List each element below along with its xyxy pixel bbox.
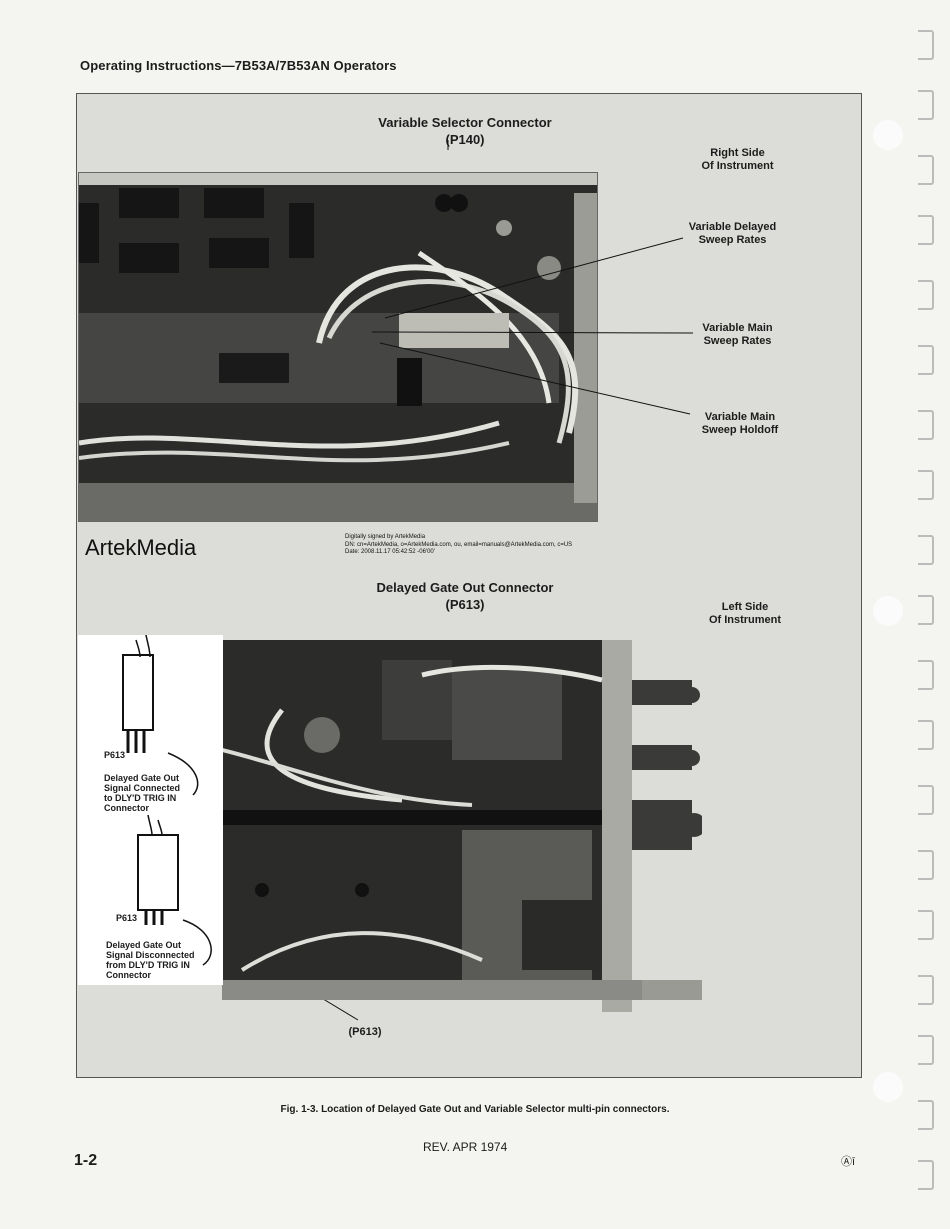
binder-tab-icon bbox=[918, 850, 934, 880]
binder-tab-icon bbox=[918, 1100, 934, 1130]
binder-tab-icon bbox=[918, 155, 934, 185]
top-circuit-board-photo bbox=[79, 173, 597, 521]
bottom-title-line2: (P613) bbox=[445, 597, 485, 612]
binder-tab-icon bbox=[918, 975, 934, 1005]
binder-tab-icon bbox=[918, 30, 934, 60]
page-header: Operating Instructions—7B53A/7B53AN Oper… bbox=[80, 58, 397, 73]
bottom-photo bbox=[222, 640, 702, 1012]
binder-tab-icon bbox=[918, 910, 934, 940]
top-figure-title: Variable Selector Connector (P140) bbox=[340, 114, 590, 148]
inset-desc-b-line4: Connector bbox=[106, 970, 151, 980]
inset-desc-a-line1: Delayed Gate Out bbox=[104, 773, 180, 783]
inset-desc-b: Delayed Gate Out Signal Disconnected fro… bbox=[106, 940, 221, 980]
callout-1-line1: Variable Delayed bbox=[688, 221, 777, 233]
brand-watermark: ArtekMedia bbox=[85, 535, 197, 560]
sig-line3: Date: 2008.11.17 05:42:52 -06'00' bbox=[345, 549, 435, 555]
leader-line-2 bbox=[371, 331, 694, 334]
leader-line-1 bbox=[384, 237, 684, 319]
top-side-line1: Right Side bbox=[710, 147, 765, 159]
callout-2-line2: Sweep Rates bbox=[703, 335, 772, 347]
inset-label-a: P613 bbox=[104, 750, 126, 760]
inset-desc-a-line2: Signal Connected bbox=[104, 783, 181, 793]
top-side-line2: Of Instrument bbox=[701, 160, 774, 172]
callout-variable-main-sweep-rates: Variable Main Sweep Rates bbox=[690, 322, 785, 348]
figure-caption: Fig. 1-3. Location of Delayed Gate Out a… bbox=[280, 1104, 670, 1115]
top-title-line2: (P140) bbox=[445, 132, 485, 147]
binder-tab-icon bbox=[918, 1035, 934, 1065]
top-side-label: Right Side Of Instrument bbox=[680, 147, 795, 173]
binder-tab-icon bbox=[918, 535, 934, 565]
binder-tab-icon bbox=[918, 470, 934, 500]
top-photo bbox=[78, 172, 598, 522]
sig-line2: DN: cn=ArtekMedia, o=ArtekMedia.com, ou,… bbox=[345, 541, 573, 548]
bottom-circuit-board-photo bbox=[222, 640, 702, 1012]
binder-tab-icon bbox=[918, 345, 934, 375]
binder-tab-icon bbox=[918, 660, 934, 690]
inset-desc-b-line3: from DLY'D TRIG IN bbox=[106, 960, 190, 970]
bottom-title-line1: Delayed Gate Out Connector bbox=[376, 580, 554, 595]
binder-tab-icon bbox=[918, 1160, 934, 1190]
bottom-figure-title: Delayed Gate Out Connector (P613) bbox=[340, 579, 590, 613]
punch-hole-icon bbox=[873, 596, 903, 626]
binder-tab-icon bbox=[918, 595, 934, 625]
revision-date: REV. APR 1974 bbox=[423, 1140, 508, 1154]
punch-hole-icon bbox=[873, 1072, 903, 1102]
inset-desc-b-line2: Signal Disconnected bbox=[106, 950, 195, 960]
bottom-side-line2: Of Instrument bbox=[708, 614, 782, 626]
binder-tab-icon bbox=[918, 785, 934, 815]
callout-variable-main-sweep-holdoff: Variable Main Sweep Holdoff bbox=[690, 411, 790, 437]
callout-1-line2: Sweep Rates bbox=[698, 234, 767, 246]
callout-2-line1: Variable Main bbox=[702, 322, 773, 334]
binder-tab-icon bbox=[918, 720, 934, 750]
callout-variable-delayed-sweep-rates: Variable Delayed Sweep Rates bbox=[680, 221, 785, 247]
bottom-side-line1: Left Side bbox=[721, 601, 769, 613]
revision-mark: Ⓐī bbox=[841, 1156, 856, 1168]
callout-3-line2: Sweep Holdoff bbox=[701, 424, 779, 436]
inset-desc-a-line3: to DLY'D TRIG IN bbox=[104, 793, 177, 803]
leader-line-3 bbox=[379, 342, 691, 415]
binder-tab-icon bbox=[918, 410, 934, 440]
connector-drawing bbox=[122, 635, 212, 966]
page-number: 1-2 bbox=[74, 1152, 98, 1169]
callout-3-line1: Variable Main bbox=[704, 411, 776, 423]
inset-desc-a-line4: Connector bbox=[104, 803, 149, 813]
punch-hole-icon bbox=[873, 120, 903, 150]
inset-desc-a: Delayed Gate Out Signal Connected to DLY… bbox=[104, 773, 219, 813]
inset-label-b: P613 bbox=[116, 913, 138, 923]
connector-inset: P613 Delayed Gate Out Signal Connected t… bbox=[78, 635, 223, 985]
inset-desc-b-line1: Delayed Gate Out bbox=[106, 940, 182, 950]
top-title-line1: Variable Selector Connector bbox=[378, 115, 552, 130]
digital-signature: Digitally signed by ArtekMedia DN: cn=Ar… bbox=[345, 534, 572, 557]
binder-tab-icon bbox=[918, 215, 934, 245]
sig-line1: Digitally signed by ArtekMedia bbox=[345, 534, 426, 540]
binder-tab-icon bbox=[918, 90, 934, 120]
p613-label: (P613) bbox=[348, 1026, 382, 1038]
binder-tab-icon bbox=[918, 280, 934, 310]
bottom-side-label: Left Side Of Instrument bbox=[690, 601, 800, 627]
